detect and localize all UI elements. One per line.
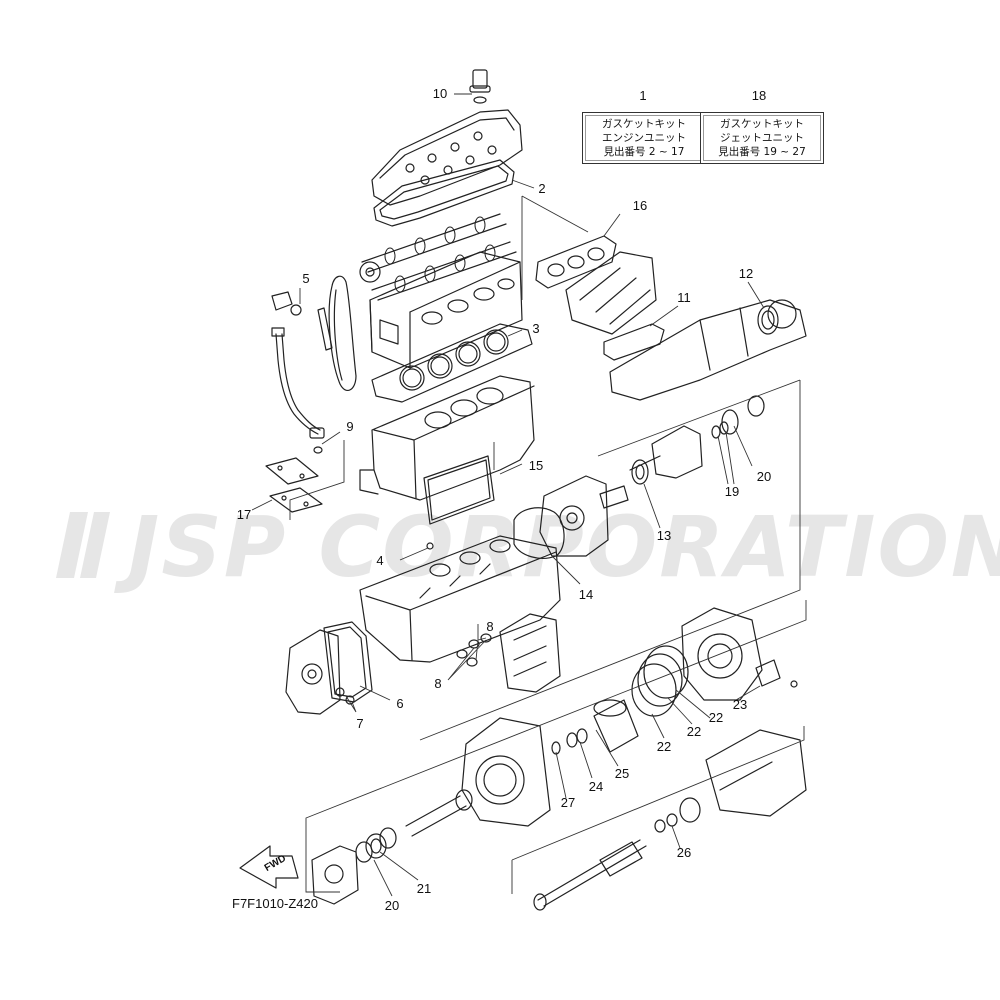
oil-pipe [271, 327, 325, 439]
oil-seal-20 [721, 409, 739, 435]
side-cover-gasket [423, 455, 495, 525]
callout-8b: 8 [434, 676, 442, 691]
o-rings-8 [456, 633, 492, 667]
callout-22c: 22 [656, 739, 672, 754]
callout-9: 9 [346, 419, 354, 434]
housing-gasket-23 [755, 659, 781, 687]
callout-22a: 22 [708, 710, 724, 725]
seals-24-25-27 [551, 728, 588, 755]
cylinder-block [359, 375, 535, 501]
callout-23: 23 [732, 697, 748, 712]
cam-sensor [271, 291, 302, 316]
exhaust-pipe [609, 299, 807, 401]
callout-25: 25 [614, 766, 630, 781]
water-pump [539, 475, 609, 557]
callout-4: 4 [376, 553, 384, 568]
exhaust-manifold [565, 251, 657, 335]
callout-19: 19 [724, 484, 740, 499]
bearing-housing [654, 797, 701, 833]
steering-nozzle [705, 729, 807, 817]
callout-12: 12 [738, 266, 754, 281]
output-shaft [355, 789, 473, 863]
head-gasket [371, 323, 533, 403]
o-ring-19b [719, 421, 729, 435]
exhaust-gasket-11 [603, 323, 665, 361]
liner [593, 699, 639, 753]
kit-number-1: 1 [639, 88, 647, 103]
callout-20-top: 20 [756, 469, 772, 484]
callout-15: 15 [528, 458, 544, 473]
oil-seal-13 [631, 459, 649, 485]
kit-1-line-1: ガスケットキット [602, 118, 686, 130]
chain-guide [317, 307, 333, 351]
engine-gasket-kit-label: ガスケットキット エンジンユニット 見出番号 2 ~ 17 [582, 112, 706, 164]
kit-1-line-3: 見出番号 2 ~ 17 [603, 146, 685, 158]
o-ring-7a [335, 687, 345, 697]
callout-6: 6 [396, 696, 404, 711]
shaft-stub [599, 485, 629, 509]
kit-18-line-3: 見出番号 19 ~ 27 [718, 146, 806, 158]
coupling-front [311, 845, 359, 905]
callout-13: 13 [656, 528, 672, 543]
water-pump-gasket [513, 507, 565, 559]
o-ring-19a [711, 425, 721, 439]
fwd-arrow-shape [239, 845, 299, 889]
callout-21: 21 [416, 881, 432, 896]
front-cover [285, 629, 341, 715]
front-cover-gasket [323, 621, 373, 703]
cylinder-head [369, 251, 523, 369]
valve-cover-gasket [373, 159, 515, 227]
jsp-logo-mark [56, 512, 110, 578]
o-ring-7b [345, 695, 355, 705]
callout-24: 24 [588, 779, 604, 794]
wear-rings-22 [631, 645, 689, 717]
callout-8a: 8 [486, 619, 494, 634]
callout-14: 14 [578, 587, 594, 602]
jet-gasket-kit-label: ガスケットキット ジェットユニット 見出番号 19 ~ 27 [700, 112, 824, 164]
timing-chain [328, 275, 357, 392]
crankcase [359, 535, 561, 663]
callout-27: 27 [560, 795, 576, 810]
oil-filler-cap [469, 69, 491, 104]
figure-code: F7F1010-Z420 [232, 896, 318, 911]
callout-3: 3 [532, 321, 540, 336]
o-ring-9 [313, 446, 323, 454]
right-cover [499, 613, 561, 693]
bearing-21 [355, 841, 373, 863]
exhaust-gasket-12 [757, 305, 779, 335]
kit-1-line-2: エンジンユニット [602, 132, 686, 144]
callout-5: 5 [302, 271, 310, 286]
callout-10: 10 [432, 86, 448, 101]
impeller-housing [681, 607, 763, 701]
drive-shaft [533, 839, 647, 911]
kit-18-line-1: ガスケットキット [720, 118, 804, 130]
callout-20-bottom: 20 [384, 898, 400, 913]
oil-seal-20b [365, 833, 387, 859]
intake-housing [461, 717, 551, 827]
valve-cover [371, 109, 523, 206]
callout-26: 26 [676, 845, 692, 860]
breather-gaskets [265, 457, 323, 513]
callout-11: 11 [677, 290, 691, 305]
coupler-housing [629, 425, 703, 485]
kit-number-18: 18 [751, 88, 767, 103]
callout-17: 17 [236, 507, 252, 522]
camshafts [359, 213, 517, 301]
callout-7: 7 [356, 716, 364, 731]
kit-18-line-2: ジェットユニット [720, 132, 804, 144]
callout-16: 16 [632, 198, 648, 213]
dowel-4 [426, 542, 434, 550]
callout-22b: 22 [686, 724, 702, 739]
callout-2: 2 [538, 181, 546, 196]
